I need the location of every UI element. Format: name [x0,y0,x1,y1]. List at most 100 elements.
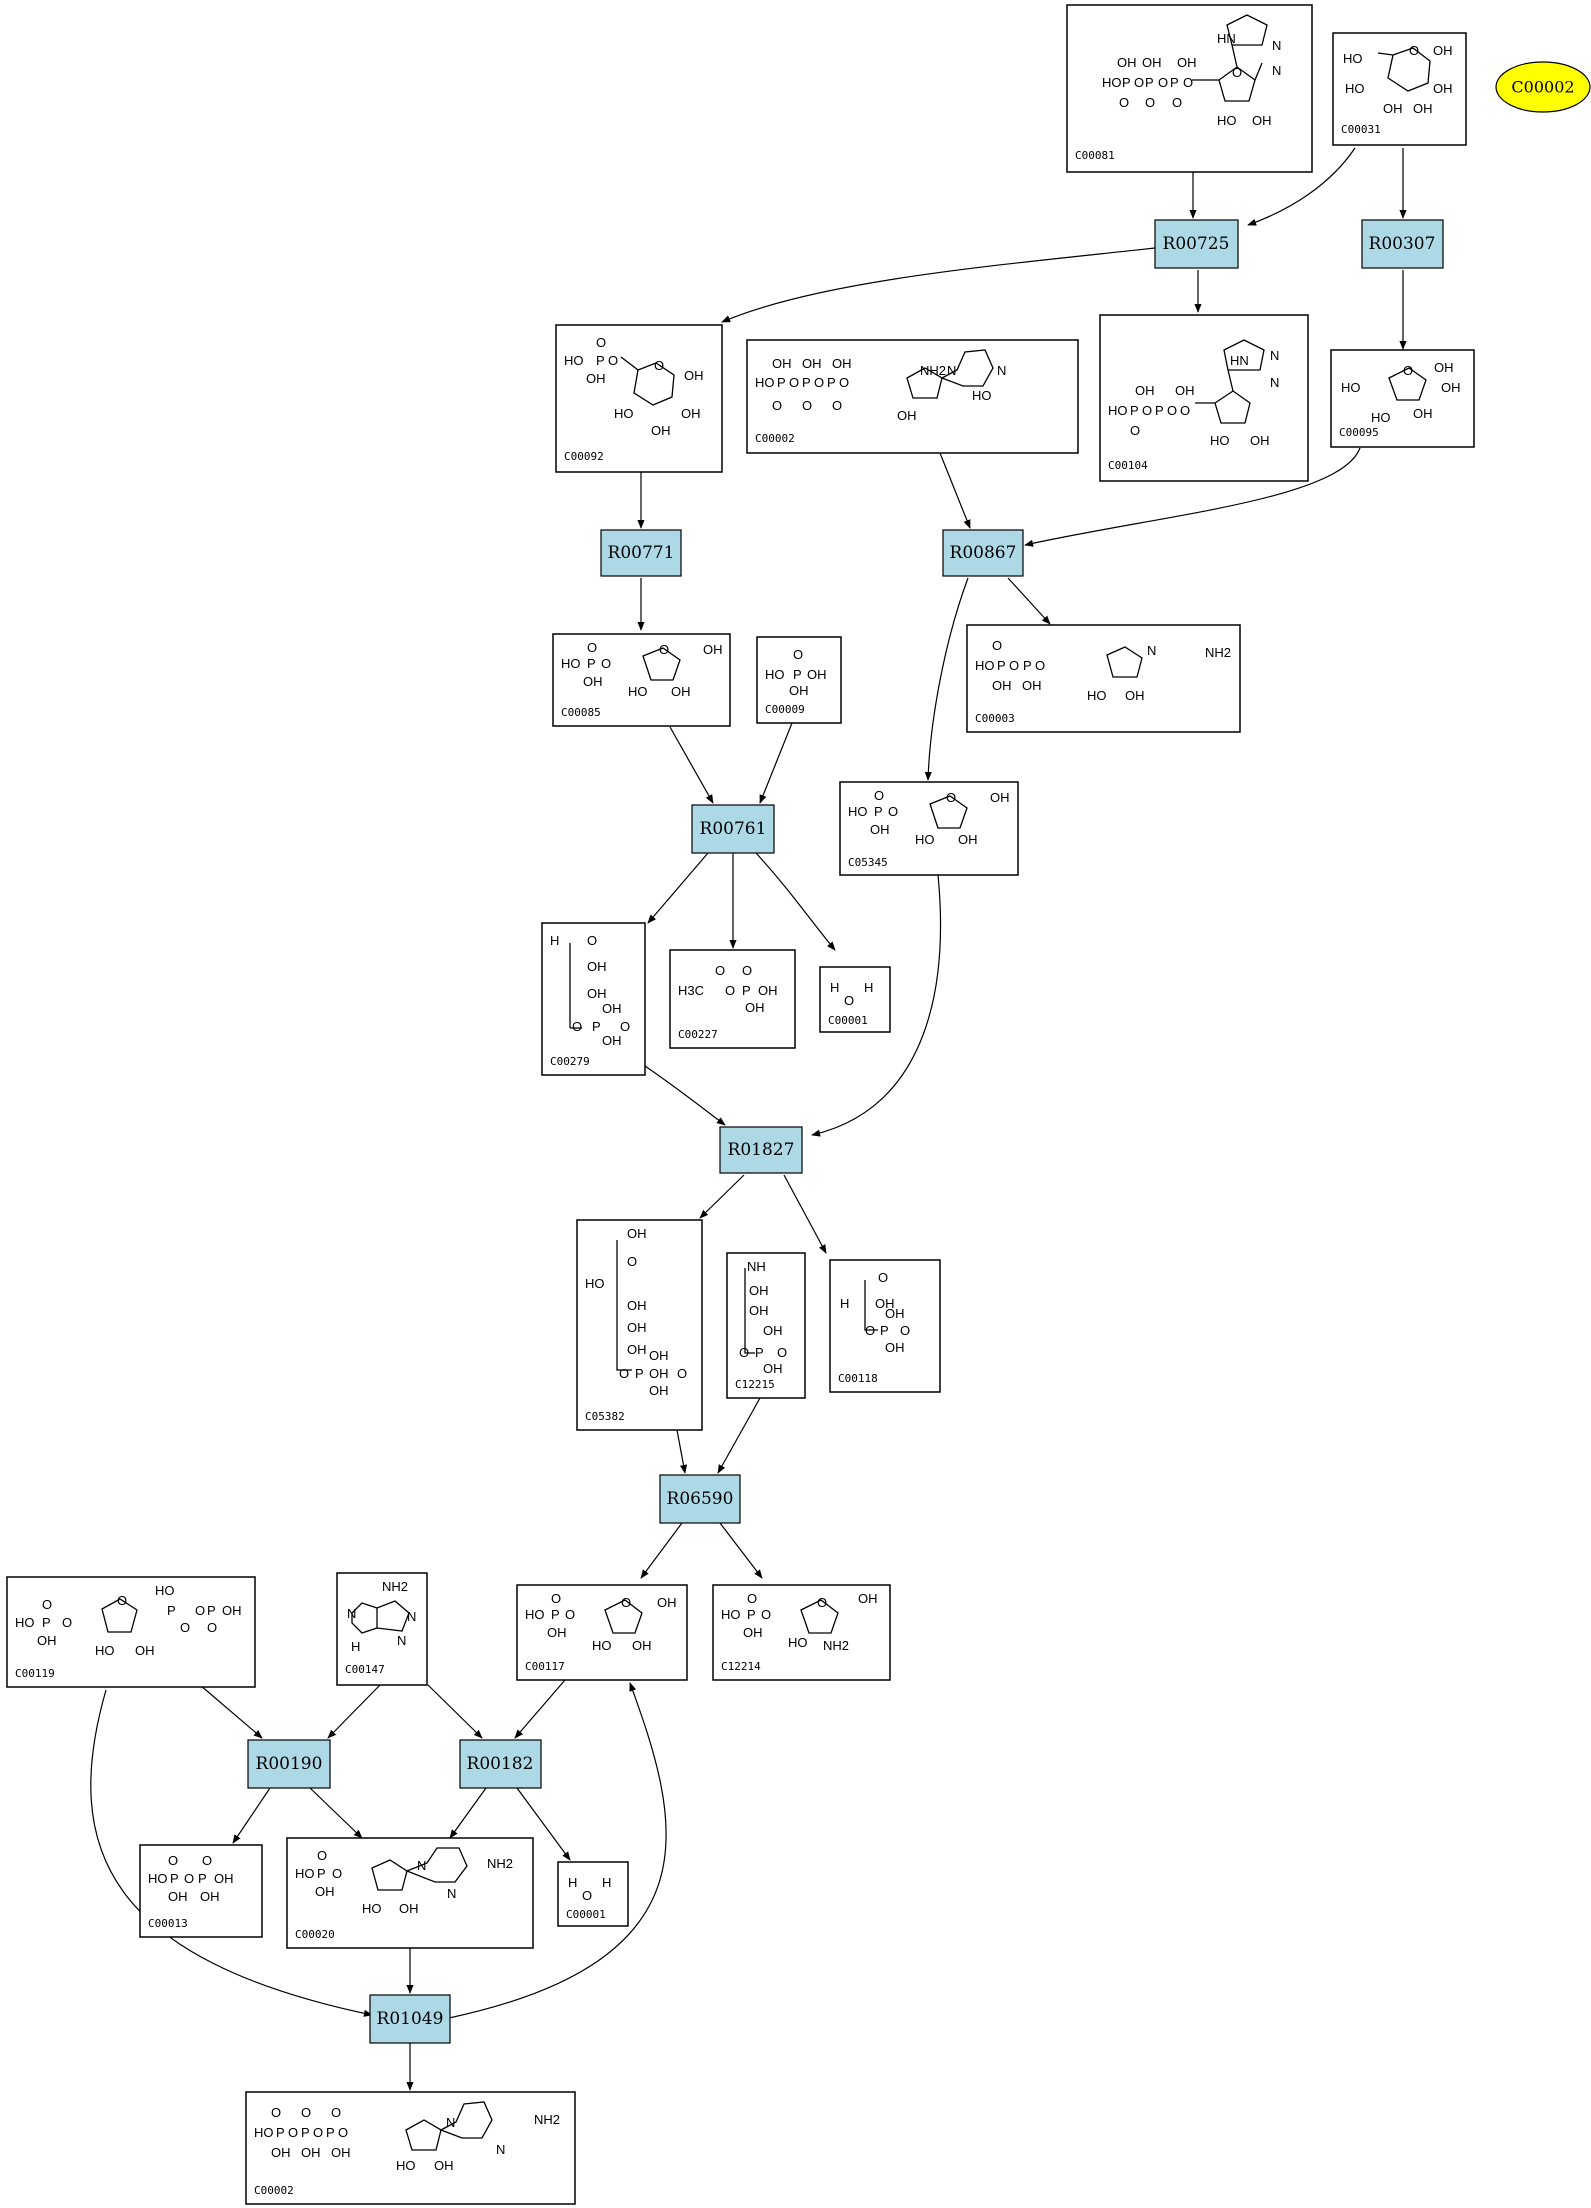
atom: OH [1177,55,1197,70]
compound-c00009[interactable]: O HO P OH OH C00009 [756,636,842,724]
compound-c00031[interactable]: HO OH HO OH OH OH O C00031 [1332,32,1467,146]
reaction-r00771[interactable]: R00771 [600,529,682,577]
structure-c05345: O HO P O OH OH HO OH O [848,788,1010,847]
atom: HO [525,1607,545,1622]
compound-label: C00081 [1075,149,1115,162]
reaction-r00725[interactable]: R00725 [1154,219,1239,269]
compound-c00117[interactable]: O HO P O OH OH HO OH O C00117 [516,1584,688,1681]
compound-c05382[interactable]: OH O HO OH OH OH OH OH O P OH O C05382 [576,1219,703,1431]
atom: OH [434,2158,454,2173]
atom: O [900,1323,910,1338]
atom: HO [848,804,868,819]
compound-c00092[interactable]: O HO P O OH OH HO OH OH O C00092 [555,324,723,473]
atom: O [1130,423,1140,438]
compound-c00013[interactable]: O O HO P O P OH OH OH C00013 [139,1844,263,1938]
atom: H [550,933,559,948]
compound-c00227[interactable]: O H3C O P OH OH O C00227 [669,949,796,1049]
atom: P [1130,403,1139,418]
reaction-r00190[interactable]: R00190 [247,1739,331,1789]
compound-c00081[interactable]: HO P O P O P O OH OH OH O O O O HN N N H… [1066,4,1313,173]
atom: OH [651,423,671,438]
structure-c00009: O HO P OH OH [765,647,827,698]
atom: N [1272,38,1281,53]
atom: P [1023,658,1032,673]
atom: OH [1125,688,1145,703]
compound-c00119[interactable]: O HO P O OH HO P O P OH HO OH O O O C001… [6,1576,256,1688]
atom: N [447,1886,456,1901]
atom: O [180,1620,190,1635]
compound-c00085[interactable]: O HO P O OH OH HO OH O C00085 [552,633,731,727]
compound-label: C05345 [848,856,888,869]
atom: HN [1217,31,1236,46]
atom: O [596,335,606,350]
reaction-r00867[interactable]: R00867 [942,529,1024,577]
atom: NH2 [487,1856,513,1871]
reaction-r01827[interactable]: R01827 [719,1126,803,1174]
compound-c05345[interactable]: O HO P O OH OH HO OH O C05345 [839,781,1019,876]
compound-label: C00020 [295,1928,335,1941]
compound-c00095[interactable]: HO OH OH HO OH O C00095 [1330,349,1475,448]
atom: O [1145,95,1155,110]
structure-c00013: O O HO P O P OH OH OH [148,1853,234,1904]
compound-c00147[interactable]: NH2 N N N H C00147 [336,1572,428,1686]
atom: O [582,1888,592,1903]
atom: HO [1210,433,1230,448]
reaction-label: R01049 [377,2009,444,2029]
atom: O [946,790,956,805]
compound-c00001-top[interactable]: H O H C00001 [819,966,891,1033]
atom: HO [788,1635,808,1650]
atom: HO [765,667,785,682]
structure-c00279: H O OH OH O P OH OH O [550,933,630,1048]
compound-c00104[interactable]: OH OH HO P O P O O O HN N N HO OH C00104 [1099,314,1309,482]
atom: OH [649,1383,669,1398]
atom: OH [1252,113,1272,128]
atom: O [608,353,618,368]
atom: O [715,963,725,978]
compound-c00001-bottom[interactable]: H O H C00001 [557,1861,629,1927]
compound-c12214[interactable]: O HO P O OH OH HO NH2 O C12214 [712,1584,891,1681]
atom: P [742,983,751,998]
atom: OH [135,1643,155,1658]
atom: O [601,656,611,671]
atom: P [802,375,811,390]
atom: O [587,933,597,948]
atom: P [793,667,802,682]
structure-c00147: NH2 N N N H [347,1579,416,1654]
compound-c00020[interactable]: O HO P O OH NH2 N N HO OH C00020 [286,1837,534,1949]
structure-c00119: O HO P O OH HO P O P OH HO OH O O O [15,1583,242,1658]
structure-c00092: O HO P O OH OH HO OH OH O [564,335,704,438]
compound-label: C12214 [721,1660,761,1673]
compound-c00002-top[interactable]: HO P O P O P O OH OH OH O O O NH2 N N HO… [746,339,1079,454]
reaction-r00307[interactable]: R00307 [1361,219,1444,269]
atom: O [817,1595,827,1610]
compound-c00002-bottom[interactable]: O O O HO P O P O P O OH OH OH NH2 N N HO… [245,2091,576,2205]
atom: O [1134,75,1144,90]
atom: HO [614,406,634,421]
compound-c00279[interactable]: H O OH OH O P OH OH O C00279 [541,922,646,1076]
compound-c00003[interactable]: O HO P O P O OH OH NH2 N HO OH C00003 [966,624,1241,733]
compound-c00118[interactable]: O H OH O P OH OH O C00118 [829,1259,941,1393]
atom: O [207,1620,217,1635]
legend-ellipse [1495,61,1591,113]
atom: O [789,375,799,390]
compound-c12215[interactable]: NH OH OH OH O P OH O C12215 [726,1252,806,1399]
atom: H [830,980,839,995]
atom: N [947,363,956,378]
atom: O [331,2105,341,2120]
atom: O [654,358,664,373]
reaction-r01049[interactable]: R01049 [369,1994,451,2044]
reaction-r06590[interactable]: R06590 [659,1474,741,1524]
reaction-r00182[interactable]: R00182 [459,1739,542,1789]
atom: OH [1383,101,1403,116]
atom: OH [749,1283,769,1298]
atom: OH [745,1000,765,1015]
atom: OH [743,1625,763,1640]
atom: OH [1413,406,1433,421]
reaction-label: R00307 [1369,234,1436,254]
reaction-r00761[interactable]: R00761 [691,804,775,854]
atom: OH [214,1871,234,1886]
atom: P [326,2125,335,2140]
atom: O [793,647,803,662]
atom: O [313,2125,323,2140]
atom: P [42,1615,51,1630]
